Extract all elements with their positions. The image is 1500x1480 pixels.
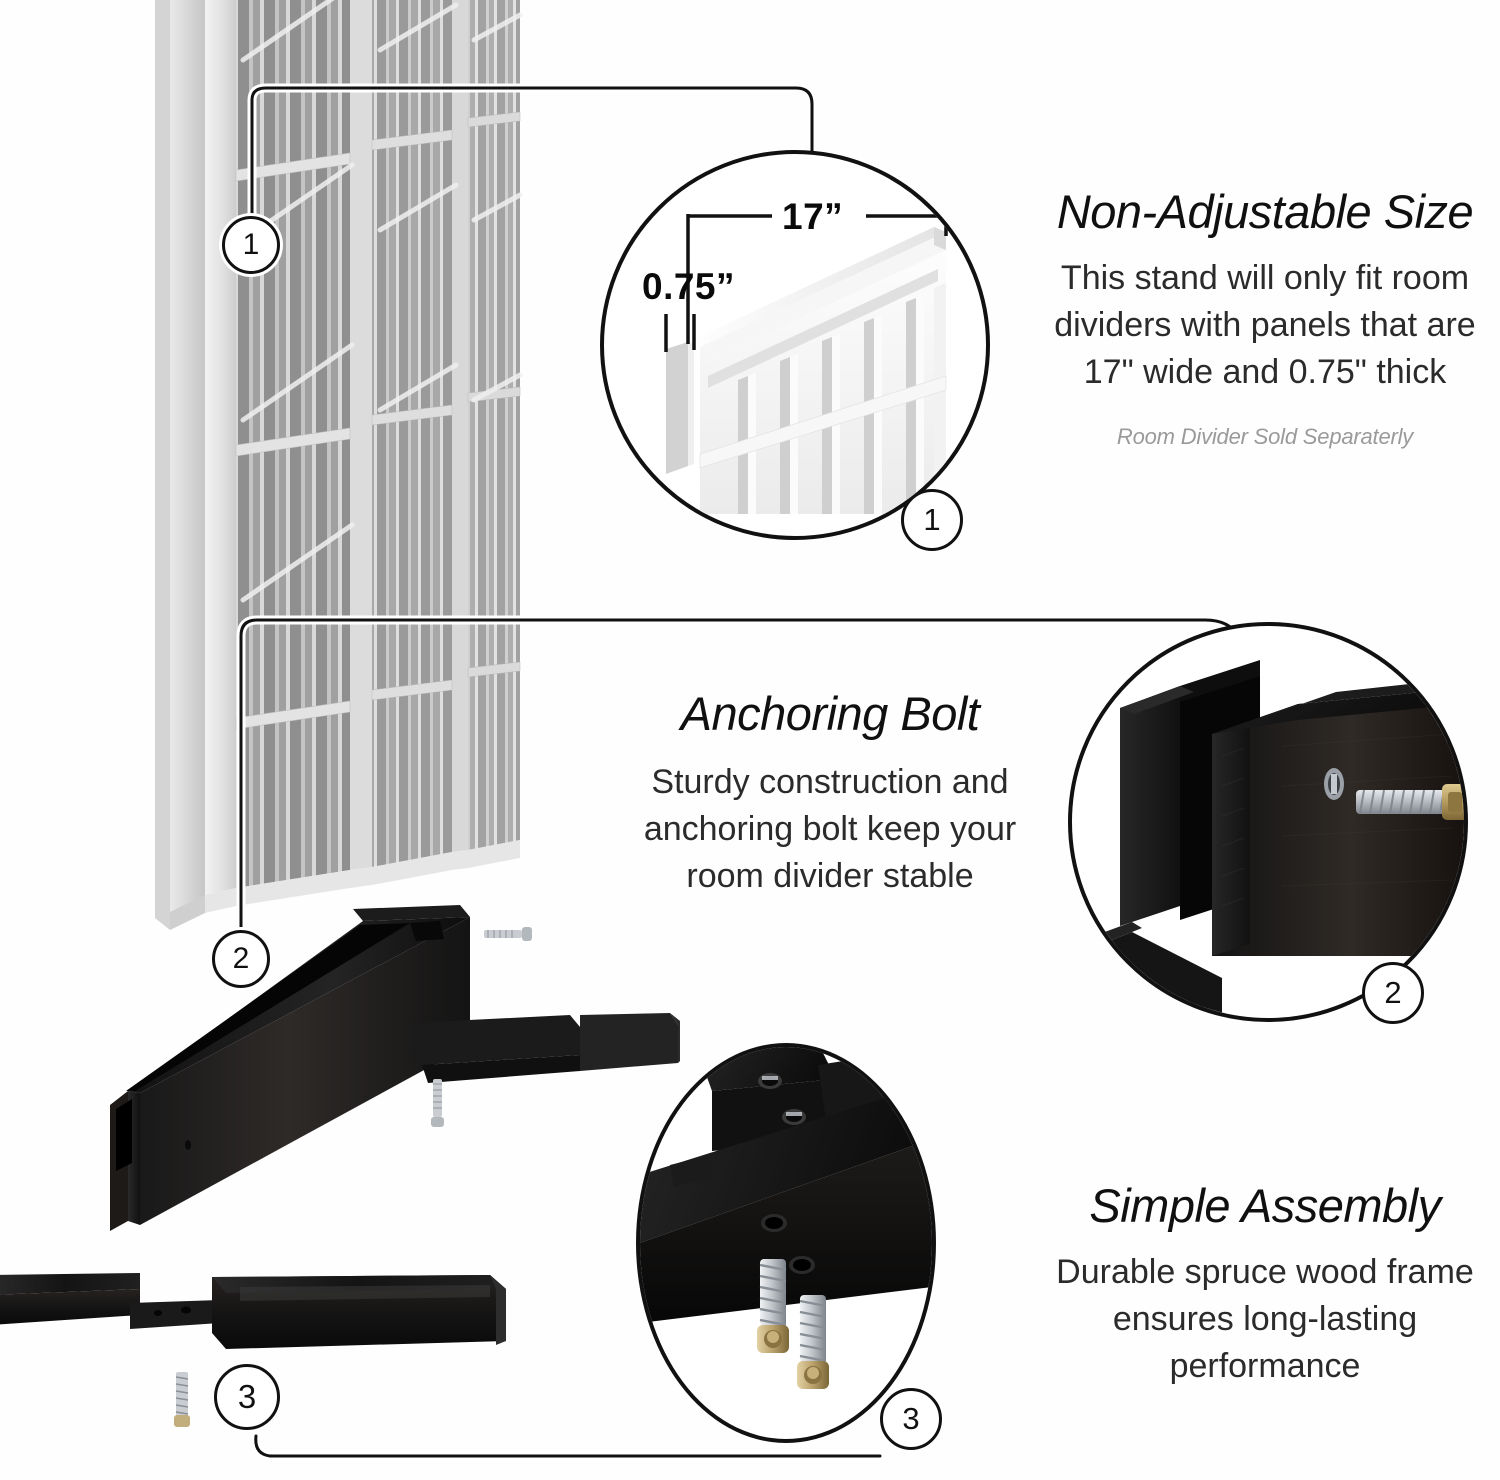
callout-marker-1-panel-label: 1 <box>242 228 260 261</box>
screw-small-2 <box>431 1079 444 1127</box>
feature-title-non-adjustable-size: Non-Adjustable Size <box>1056 185 1474 238</box>
callout-marker-3-circle-label: 3 <box>902 1401 920 1436</box>
feature-body-non-adjustable-size: This stand will only fit room dividers w… <box>1054 259 1476 391</box>
base-rail-upper <box>110 905 680 1231</box>
base-rail-lower <box>0 1273 506 1349</box>
callout-marker-2-panel[interactable]: 2 <box>212 930 270 988</box>
callout-marker-1-circle-label: 1 <box>923 502 941 537</box>
feature-body-anchoring-bolt: Sturdy construction and anchoring bolt k… <box>643 763 1017 895</box>
callout-marker-3-part-label: 3 <box>237 1378 257 1415</box>
callout-marker-1-circle[interactable]: 1 <box>901 489 963 551</box>
callout-marker-3-part[interactable]: 3 <box>214 1364 280 1430</box>
detail-circle-size: 17” 0.75” <box>600 150 990 540</box>
dimension-annotations <box>664 214 948 352</box>
feature-note-non-adjustable-size: Room Divider Sold Separaterly <box>1116 423 1414 449</box>
leader-line-3 <box>251 1431 885 1461</box>
detail-circle-anchoring-bolt <box>1068 622 1468 1022</box>
detail-circle-assembly <box>636 1043 936 1443</box>
screw-small-1 <box>484 927 532 941</box>
callout-marker-2-circle-label: 2 <box>1384 975 1402 1010</box>
screw-small-3 <box>174 1372 190 1427</box>
feature-body-simple-assembly: Durable spruce wood frame ensures long-l… <box>1056 1253 1474 1385</box>
feature-block-non-adjustable-size: Non-Adjustable Size This stand will only… <box>1035 188 1495 450</box>
dimension-thickness-label: 0.75” <box>642 266 736 307</box>
callout-marker-1-panel[interactable]: 1 <box>222 216 280 274</box>
feature-block-anchoring-bolt: Anchoring Bolt Sturdy construction and a… <box>600 690 1060 900</box>
leader-line-1 <box>247 83 817 251</box>
dimension-width-label: 17” <box>782 196 844 237</box>
callout-marker-2-circle[interactable]: 2 <box>1362 962 1424 1024</box>
feature-block-simple-assembly: Simple Assembly Durable spruce wood fram… <box>1030 1182 1500 1390</box>
feature-title-anchoring-bolt: Anchoring Bolt <box>680 687 980 740</box>
callout-marker-2-panel-label: 2 <box>232 942 250 975</box>
feature-title-simple-assembly: Simple Assembly <box>1089 1179 1441 1232</box>
callout-marker-3-circle[interactable]: 3 <box>880 1388 942 1450</box>
